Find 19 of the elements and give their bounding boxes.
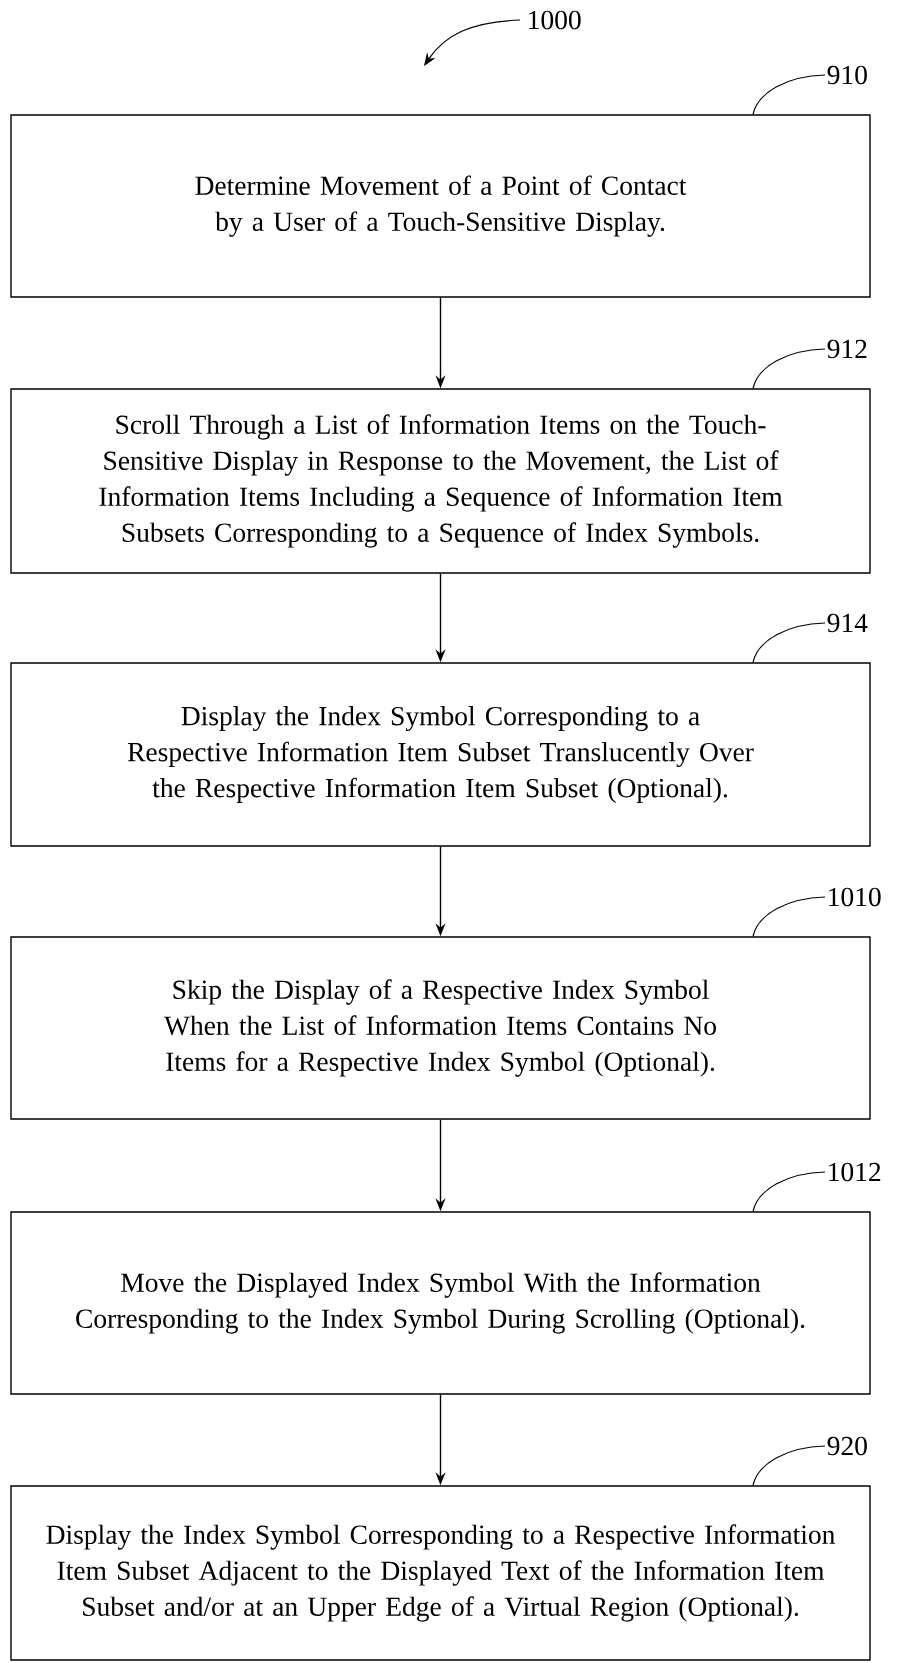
- process-box: Skip the Display of a Respective Index Symbol When the List of Information Items Contains No Items for a Respective Index Symbol (Optional).: [10, 936, 871, 1120]
- process-box: Display the Index Symbol Corresponding to a Respective Information Item Subset Translucently Over the Respective Information Item Subset (Optional).: [10, 662, 871, 847]
- process-box: Scroll Through a List of Information Items on the Touch-Sensitive Display in Response to the Movement, the List of Information Items Including a Sequence of Information Item Subsets Corresponding to a Sequence of Index Symbols.: [10, 388, 871, 574]
- leader-line: [752, 1171, 826, 1212]
- leader-line: [752, 1445, 826, 1486]
- reference-numeral: 912: [827, 339, 867, 359]
- leader-line: [752, 622, 826, 663]
- figure-numeral: 1000: [529, 10, 581, 30]
- reference-numeral: 1012: [829, 1162, 881, 1182]
- leader-line: [752, 74, 826, 115]
- process-box: Determine Movement of a Point of Contact by a User of a Touch-Sensitive Display.: [10, 114, 871, 298]
- reference-numeral: 1010: [829, 887, 881, 907]
- process-box: Display the Index Symbol Corresponding to a Respective Information Item Subset Adjacent to the Displayed Text of the Information Item Subset and/or at an Upper Edge of a Virtual Region (Optional).: [10, 1485, 871, 1661]
- reference-numeral: 920: [827, 1436, 867, 1456]
- leader-line: [752, 348, 826, 389]
- reference-numeral: 914: [827, 613, 868, 633]
- leader-line: [752, 896, 826, 937]
- process-box: Move the Displayed Index Symbol With the Information Corresponding to the Index Symbol During Scrolling (Optional).: [10, 1211, 871, 1395]
- reference-numeral: 910: [827, 65, 867, 85]
